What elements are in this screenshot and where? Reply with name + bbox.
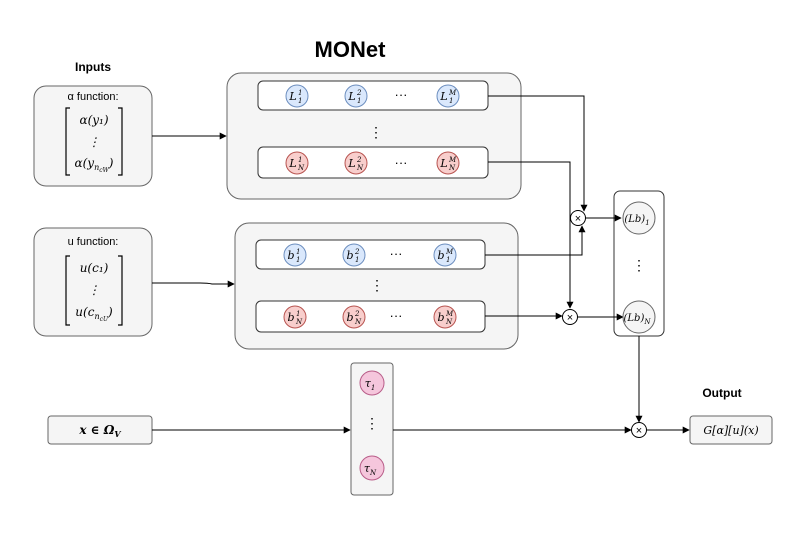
b-node-row1-1-sup: 1: [296, 248, 300, 256]
l-network-panel: ⋮ ··· ···: [226, 72, 522, 200]
b-node-rowN-3-sup: M: [445, 310, 454, 318]
output-label: Output: [702, 386, 741, 400]
edge-lN-to-multN: [488, 161, 574, 309]
l-node-rowN-3-label: L: [439, 157, 447, 170]
tau-node-1-label: τ1: [365, 377, 376, 392]
l-node-rowN-2-sub: N: [356, 164, 364, 172]
alpha-function-block: α function: α(y₁) ⋮ α(yncW): [33, 85, 153, 187]
b-node-row1-2-sub: 1: [355, 256, 359, 264]
l-node-row1-3-label: L: [439, 90, 447, 103]
multiply-node-1: ×: [570, 210, 586, 226]
x-input-block: x ∈ ΩV: [47, 415, 153, 445]
l-node-row1-2-sup: 2: [356, 89, 362, 97]
b-node-rowN-1-sup: 1: [296, 310, 300, 318]
multiply-symbol: ×: [575, 213, 581, 225]
b-node-row1-2-sup: 2: [354, 248, 360, 256]
multiply-symbol: ×: [636, 425, 642, 437]
inputs-label: Inputs: [75, 60, 111, 74]
l-node-row1-2-label: L: [347, 90, 355, 103]
l-node-row1-3-sub: 1: [449, 97, 453, 105]
u-function-block: u function: u(c₁) ⋮ u(cncU): [33, 227, 153, 337]
u-entry-dots: ⋮: [88, 283, 100, 297]
b-node-rowN-1-label: b: [287, 311, 294, 324]
b-node-row1-2-label: b: [346, 249, 353, 262]
l-node-row1-3-sup: M: [448, 89, 457, 97]
l-node-rowN-1-sup: 1: [298, 156, 302, 164]
multiply-node-output: ×: [631, 422, 647, 438]
tau-node-n-label: τN: [364, 462, 377, 477]
lb-node-1-label: (Lb)1: [624, 214, 649, 227]
l-node-rowN-1-label: L: [288, 157, 296, 170]
l-row1-ellipsis: ···: [395, 87, 408, 102]
b-node-rowN-2-sup: 2: [354, 310, 360, 318]
x-input-label: x ∈ ΩV: [78, 423, 121, 439]
l-node-row1-2-sub: 1: [357, 97, 361, 105]
edge-u-to-b: [152, 280, 235, 288]
b-node-rowN-3-sub: N: [445, 318, 453, 326]
b-node-row1-1-sub: 1: [296, 256, 300, 264]
multiply-symbol: ×: [567, 312, 573, 324]
lb-node-n: (Lb)N: [622, 300, 656, 334]
b-node-row1-1-label: b: [287, 249, 294, 262]
b-panel-vertical-ellipsis: ⋮: [370, 277, 384, 293]
b-node-rowN-2-sub: N: [354, 318, 362, 326]
alpha-function-header: α function:: [68, 91, 119, 103]
lb-node-1: (Lb)1: [622, 201, 656, 235]
b-node-rowN-3-label: b: [437, 311, 444, 324]
b-network-panel: ⋮ ··· ···: [234, 222, 519, 350]
b-node-row1-3-label: b: [437, 249, 444, 262]
b-node-row1-3-sup: M: [445, 248, 454, 256]
edge-l1-to-mult1: [488, 95, 588, 212]
u-entry-first: u(c₁): [80, 261, 109, 275]
tau-vertical-ellipsis: ⋮: [365, 415, 379, 431]
l-node-rowN-3-sup: M: [448, 156, 457, 164]
l-node-rowN-1-sub: N: [297, 164, 305, 172]
b-node-rowN-1-sub: N: [295, 318, 303, 326]
b-node-row1-3-sub: 1: [446, 256, 450, 264]
b-rowN-ellipsis: ···: [390, 308, 403, 323]
l-node-row1-1-label: L: [288, 90, 296, 103]
b-node-rowN-2-label: b: [346, 311, 353, 324]
output-expression: G[α][u](x): [703, 424, 758, 437]
u-function-header: u function:: [68, 236, 119, 248]
alpha-entry-dots: ⋮: [88, 135, 100, 149]
output-block: G[α][u](x): [689, 415, 773, 445]
lb-vertical-ellipsis: ⋮: [632, 257, 646, 273]
diagram-title: MONet: [315, 37, 387, 62]
l-node-row1-1-sup: 1: [298, 89, 302, 97]
tau-node-1: τ1: [359, 370, 385, 396]
b-row1-ellipsis: ···: [390, 246, 403, 261]
alpha-entry-first: α(y₁): [79, 113, 108, 127]
lb-node-n-label: (Lb)N: [624, 313, 652, 326]
l-node-rowN-3-sub: N: [448, 164, 456, 172]
tau-node-n: τN: [359, 455, 385, 481]
l-panel-vertical-ellipsis: ⋮: [369, 124, 383, 140]
l-node-rowN-2-label: L: [347, 157, 355, 170]
l-rowN-ellipsis: ···: [395, 155, 408, 170]
l-node-row1-1-sub: 1: [298, 97, 302, 105]
edges: [152, 95, 690, 434]
multiply-node-n: ×: [562, 309, 578, 325]
l-node-rowN-2-sup: 2: [356, 156, 362, 164]
edge-b1-to-mult1: [485, 225, 586, 256]
